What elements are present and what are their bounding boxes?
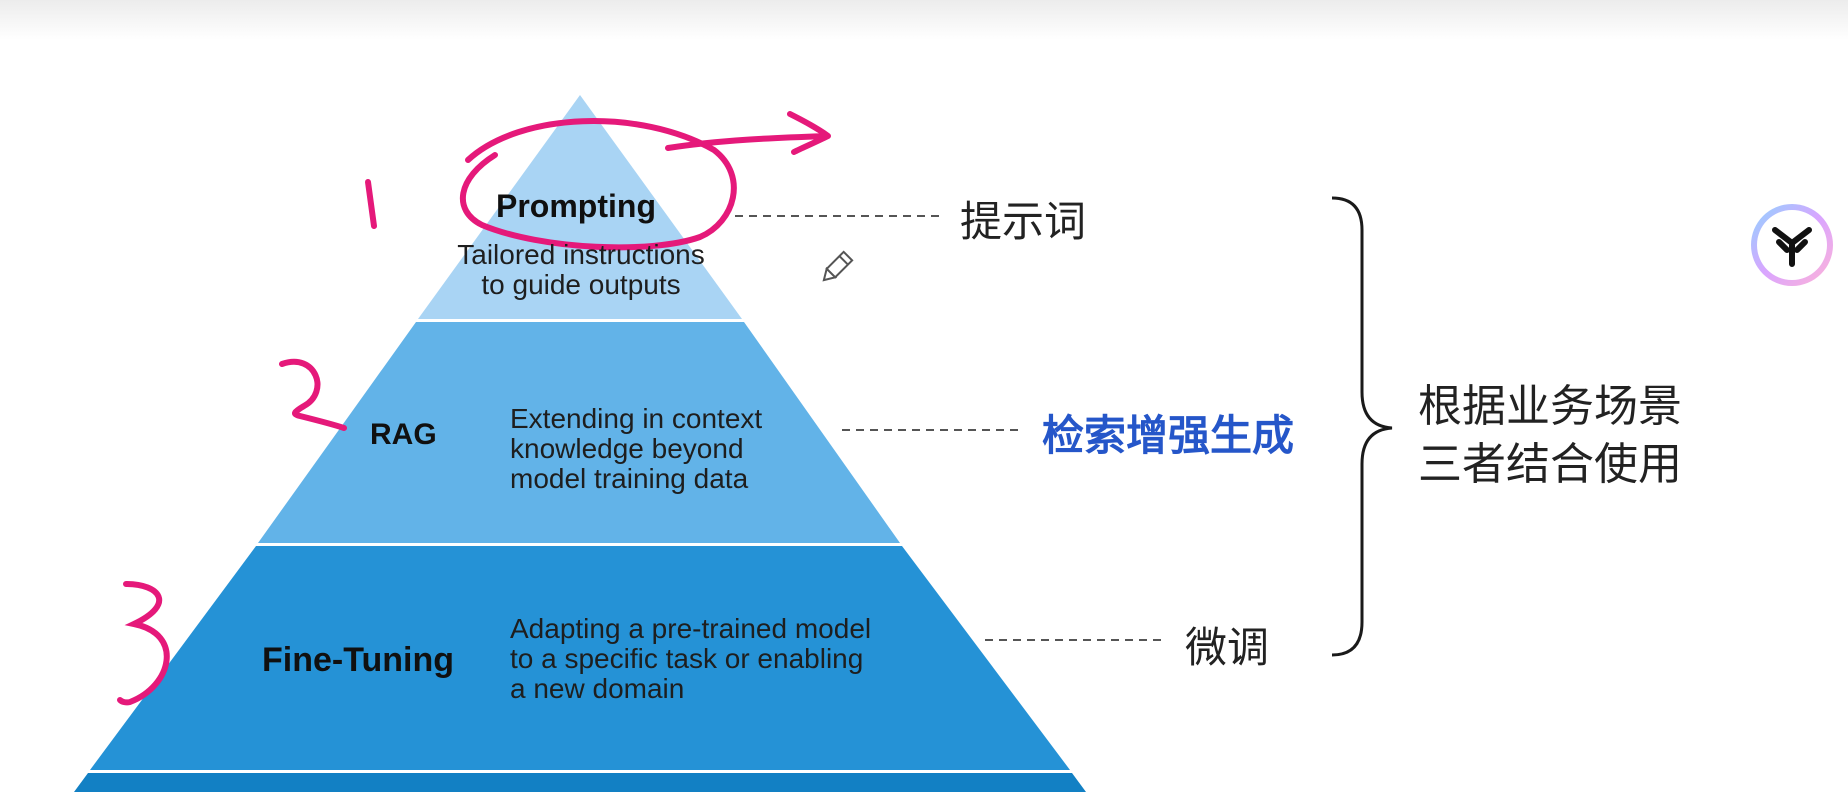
cn-label-rag: 检索增强生成: [1042, 411, 1295, 460]
pyramid-layer-fine-tuning: [90, 546, 1070, 770]
layer-desc-line: to guide outputs: [481, 269, 681, 300]
summary-line: 三者结合使用: [1418, 439, 1682, 490]
layer-desc-line: Extending in context: [510, 403, 763, 434]
layer-title-rag: RAG: [370, 418, 437, 451]
layer-title-prompting: Prompting: [496, 188, 656, 224]
pyramid-divider-1: [250, 319, 910, 322]
hand-number-3: [117, 581, 170, 706]
layer-desc-line: to a specific task or enabling: [510, 643, 864, 674]
cn-label-prompting: 提示词: [960, 197, 1087, 246]
cn-label-fine-tuning: 微调: [1185, 623, 1270, 672]
layer-desc-line: knowledge beyond: [510, 433, 744, 464]
layer-title-fine-tuning: Fine-Tuning: [262, 641, 454, 679]
layer-desc-line: Adapting a pre-trained model: [510, 613, 872, 644]
hand-number-2: [279, 358, 347, 431]
pencil-cursor-icon: [822, 250, 854, 282]
hand-number-1: [365, 179, 377, 229]
layer-desc-line: Tailored instructions: [457, 239, 705, 270]
summary-text: 根据业务场景 三者结合使用: [1418, 378, 1682, 494]
layer-desc-line: a new domain: [510, 673, 685, 704]
layer-desc-fine-tuning: Adapting a pre-trained model to a specif…: [510, 614, 871, 704]
pyramid-divider-3: [60, 770, 1190, 773]
layer-desc-line: model training data: [510, 463, 749, 494]
layer-desc-rag: Extending in context knowledge beyond mo…: [510, 404, 762, 494]
app-logo-icon[interactable]: [1751, 204, 1833, 286]
logo-inner: [1757, 210, 1827, 280]
pyramid-divider-2: [100, 543, 1060, 546]
layer-desc-prompting: Tailored instructions to guide outputs: [438, 240, 724, 300]
pyramid-layer-prompting: [418, 95, 742, 319]
summary-line: 根据业务场景: [1418, 381, 1682, 432]
hand-arrow: [665, 111, 831, 155]
top-bar: [0, 0, 1848, 40]
curly-brace: [1331, 196, 1393, 657]
pyramid-layer-rag: [258, 322, 900, 543]
hand-circle-prompting: [459, 118, 737, 251]
logo-glyph-icon: [1772, 227, 1812, 267]
pyramid-layer-base: [74, 773, 1086, 792]
